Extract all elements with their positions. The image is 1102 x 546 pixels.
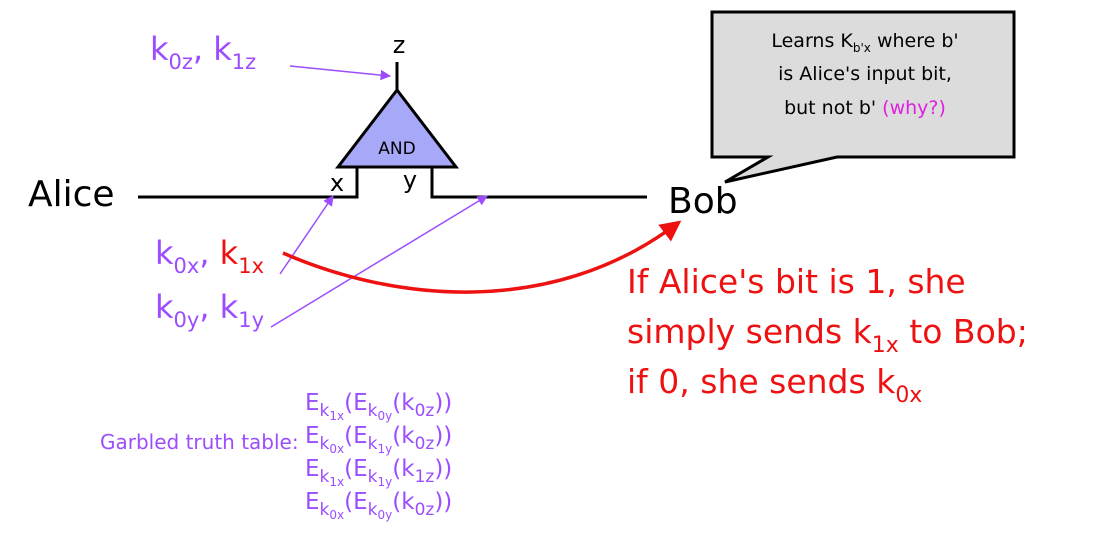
input-wire-y — [430, 167, 647, 199]
message-line-3: if 0, she sends k0x — [627, 362, 922, 408]
bob-label: Bob — [668, 181, 738, 222]
wire-label-x: x — [330, 169, 344, 197]
x-key-arrow — [279, 195, 334, 275]
input-wire-x — [138, 167, 359, 199]
z-key-arrow — [289, 65, 392, 81]
truth-table-rows: Ek1x(Ek0y(k0z))Ek0x(Ek1y(k0z))Ek1x(Ek1y(… — [305, 390, 452, 522]
callout-line-2: is Alice's input bit, — [778, 63, 952, 85]
truth-table-row: Ek1x(Ek1y(k1z)) — [305, 456, 452, 489]
and-gate-label: AND — [378, 139, 415, 159]
wire-label-y: y — [403, 166, 417, 194]
message-line-2: simply sends k1x to Bob; — [627, 312, 1028, 358]
y-key-arrow — [270, 195, 488, 328]
callout-line-1: Learns Kb'x where b' — [771, 30, 958, 55]
truth-table-label: Garbled truth table: — [100, 430, 299, 454]
callout-bubble — [710, 10, 1016, 184]
message-line-1: If Alice's bit is 1, she — [627, 262, 966, 301]
truth-table-row: Ek0x(Ek1y(k0z)) — [305, 423, 452, 456]
and-gate — [334, 87, 460, 169]
alice-label: Alice — [28, 174, 115, 215]
z-key-pair: k0z, k1z — [150, 30, 256, 74]
callout-line-3: but not b' (why?) — [784, 97, 946, 119]
send-key-arrow — [282, 220, 682, 294]
truth-table-row: Ek1x(Ek0y(k0z)) — [305, 390, 452, 423]
x-key-pair: k0x, k1x — [155, 234, 264, 278]
wire-label-z: z — [393, 31, 406, 59]
y-key-pair: k0y, k1y — [155, 288, 264, 332]
truth-table-row: Ek0x(Ek0y(k0z)) — [305, 489, 452, 522]
